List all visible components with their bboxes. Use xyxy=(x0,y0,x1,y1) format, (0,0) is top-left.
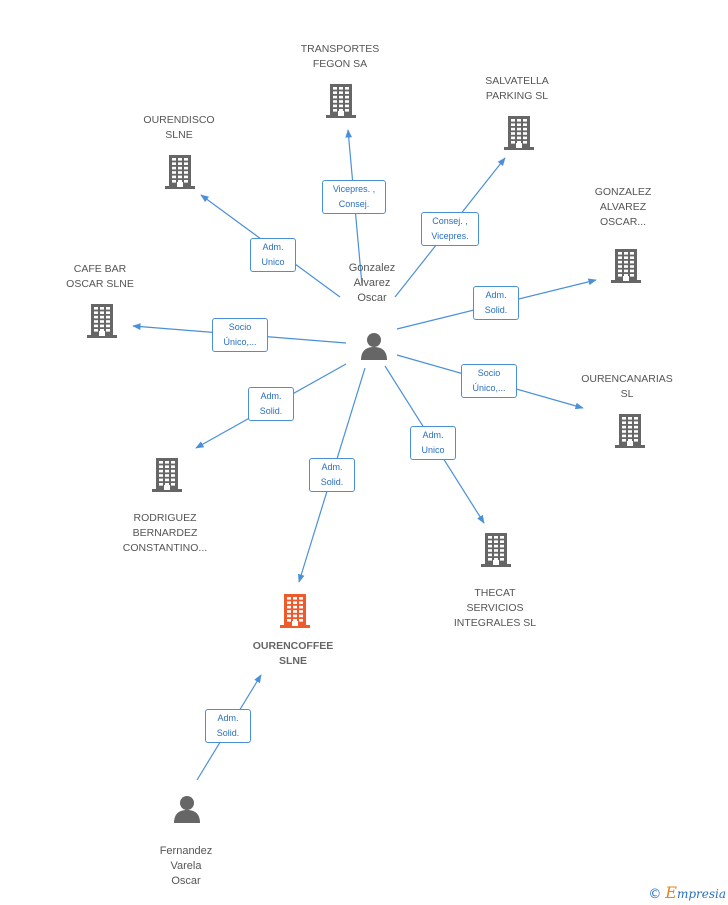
building-icon[interactable] xyxy=(326,84,356,123)
company-name[interactable]: THECAT SERVICIOS INTEGRALES SL xyxy=(453,587,537,629)
building-icon[interactable] xyxy=(280,594,310,633)
relation-label[interactable]: Adm. Solid. xyxy=(473,286,519,320)
relation-label[interactable]: Adm. Solid. xyxy=(309,458,355,492)
brand-name: mpresia xyxy=(676,887,726,901)
brand-initial: E xyxy=(665,883,677,902)
relation-label[interactable]: Adm. Solid. xyxy=(205,709,251,743)
edges-layer xyxy=(132,129,597,781)
company-name[interactable]: SALVATELLA PARKING SL xyxy=(485,75,549,102)
building-icon[interactable] xyxy=(615,414,645,453)
person-name[interactable]: Gonzalez Alvarez Oscar xyxy=(348,262,396,304)
relation-label[interactable]: Adm. Solid. xyxy=(248,387,294,421)
person-icon[interactable] xyxy=(359,331,389,366)
building-icon[interactable] xyxy=(152,458,182,497)
building-icon[interactable] xyxy=(611,249,641,288)
relation-label[interactable]: Socio Único,... xyxy=(212,318,268,352)
empresia-logo[interactable]: © Empresia xyxy=(648,883,726,902)
relation-label[interactable]: Adm. Unico xyxy=(250,238,296,272)
company-name[interactable]: OURENCOFFEE SLNE xyxy=(252,640,334,667)
building-icon[interactable] xyxy=(87,304,117,343)
relation-label[interactable]: Consej. , Vicepres. xyxy=(421,212,479,246)
person-name[interactable]: Fernandez Varela Oscar xyxy=(159,845,213,887)
building-icon[interactable] xyxy=(165,155,195,194)
building-icon[interactable] xyxy=(481,533,511,572)
copyright-symbol: © xyxy=(648,887,662,902)
company-name[interactable]: RODRIGUEZ BERNARDEZ CONSTANTINO... xyxy=(122,512,208,554)
relation-label[interactable]: Adm. Unico xyxy=(410,426,456,460)
company-name[interactable]: TRANSPORTES FEGON SA xyxy=(300,43,380,70)
company-name[interactable]: OURENDISCO SLNE xyxy=(143,114,215,141)
company-name[interactable]: OURENCANARIAS SL xyxy=(581,373,673,400)
company-name[interactable]: CAFE BAR OSCAR SLNE xyxy=(66,263,134,290)
building-icon[interactable] xyxy=(504,116,534,155)
person-icon[interactable] xyxy=(172,794,202,829)
relation-label[interactable]: Vicepres. , Consej. xyxy=(322,180,386,214)
company-name[interactable]: GONZALEZ ALVAREZ OSCAR... xyxy=(594,186,652,228)
relation-label[interactable]: Socio Único,... xyxy=(461,364,517,398)
